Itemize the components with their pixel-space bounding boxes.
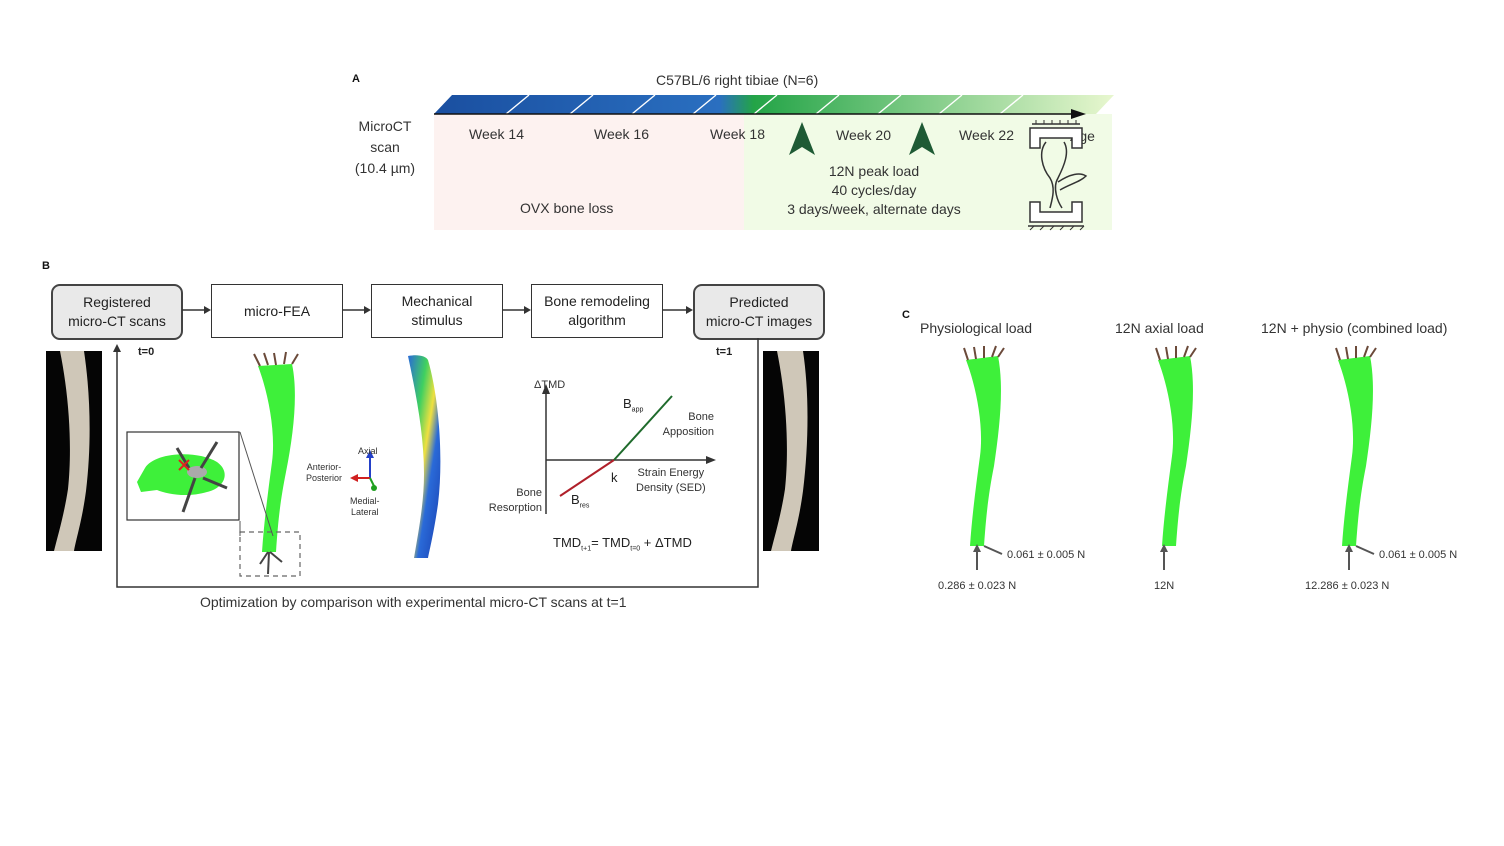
tibia-combined-model [1335, 345, 1377, 570]
week-20: Week 20 [836, 127, 891, 143]
week-22: Week 22 [959, 127, 1014, 143]
microct-scan-label: MicroCT scan (10.4 µm) [354, 118, 416, 176]
registered-microct-box: Registered micro-CT scans [51, 284, 183, 340]
combined-side-load: 0.061 ± 0.005 N [1379, 549, 1458, 561]
panel-c-letter: C [902, 309, 910, 321]
orientation-axes-icon [350, 450, 377, 491]
optimization-caption: Optimization by comparison with experime… [200, 594, 627, 610]
combined-bottom-load: 12.286 ± 0.023 N [1305, 580, 1390, 592]
b-app-label: Bapp [623, 396, 644, 414]
panel-b-letter: B [42, 260, 50, 272]
load-arrow-icon [789, 122, 815, 155]
axis-axial-label: Axial [358, 446, 378, 456]
axial-bottom-load: 12N [1154, 580, 1175, 592]
axis-ap-label: Anterior- Posterior [306, 462, 343, 483]
ovx-region [434, 114, 744, 230]
t1-label: t=1 [716, 346, 733, 358]
loading-device-icon [1028, 120, 1088, 231]
timeline-bar [434, 94, 1114, 119]
ovx-bone-loss: OVX bone loss [520, 200, 614, 216]
physio-bottom-load: 0.286 ± 0.023 N [938, 580, 1017, 592]
week-16: Week 16 [594, 126, 649, 142]
loading-protocol: 12N peak load 40 cycles/day 3 days/week,… [787, 163, 961, 217]
cross-section-inset [126, 431, 240, 521]
predicted-microct-image [763, 351, 819, 551]
k-label: k [611, 470, 618, 485]
mechanical-stimulus-box: Mechanical stimulus [371, 284, 503, 338]
case-title-combined: 12N + physio (combined load) [1261, 320, 1448, 336]
micro-fea-box: micro-FEA [211, 284, 343, 338]
t0-label: t=0 [138, 346, 155, 358]
fea-tibia-model [239, 351, 301, 577]
graph-ylabel: ΔTMD [534, 379, 566, 391]
physio-side-load: 0.061 ± 0.005 N [1007, 549, 1086, 561]
week-14: Week 14 [469, 126, 524, 142]
apposition-label: Bone Apposition [662, 411, 714, 438]
case-title-axial: 12N axial load [1115, 320, 1204, 336]
b-res-label: Bres [571, 492, 590, 510]
mechanical-stimulus-map [408, 355, 441, 558]
tibia-physio-model [963, 345, 1005, 570]
remodeling-algorithm-box: Bone remodeling algorithm [531, 284, 663, 338]
registered-microct-image [46, 351, 102, 551]
case-title-physio: Physiological load [920, 320, 1033, 336]
tibia-axial-model [1155, 345, 1197, 570]
remodeling-graph [542, 384, 716, 514]
axis-ml-label: Medial- Lateral [350, 496, 380, 517]
resorption-label: Bone Resorption [488, 487, 542, 514]
predicted-microct-box: Predicted micro-CT images [693, 284, 825, 340]
tmd-formula: TMDt+1= TMDt=0 + ΔTMD [553, 535, 692, 553]
graph-xlabel: Strain Energy Density (SED) [636, 467, 706, 494]
week-18: Week 18 [710, 126, 765, 142]
load-arrow-icon [909, 122, 935, 155]
panel-a-letter: A [352, 73, 360, 85]
panel-a-title: C57BL/6 right tibiae (N=6) [656, 72, 819, 88]
